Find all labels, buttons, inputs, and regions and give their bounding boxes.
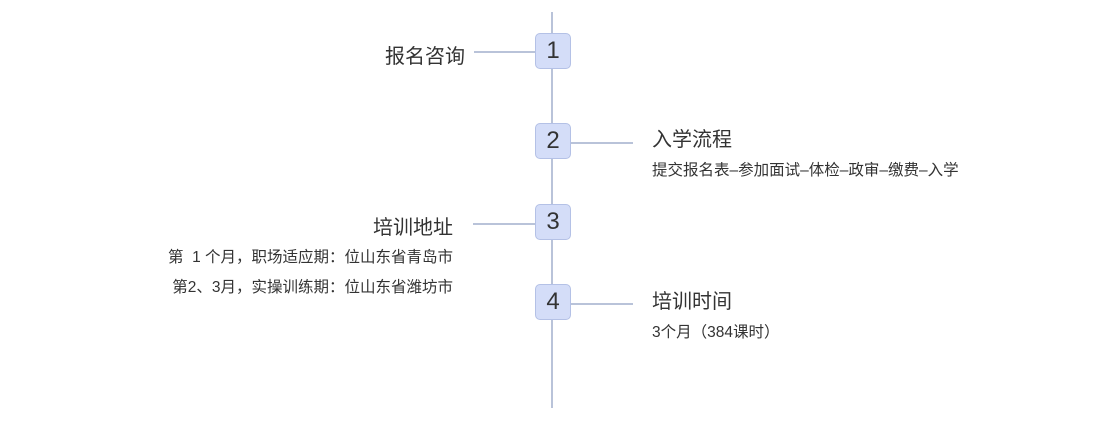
connector-4 [571, 303, 633, 305]
step-4-title: 培训时间 [652, 291, 732, 313]
step-3-detail-1: 第 1 个月，职场适应期：位山东省青岛市 [167, 249, 453, 266]
step-4-badge[interactable]: 4 [535, 284, 571, 320]
connector-3 [473, 223, 536, 225]
step-2-title: 入学流程 [652, 129, 732, 151]
connector-2 [571, 142, 633, 144]
connector-1 [474, 51, 536, 53]
step-2-detail: 提交报名表–参加面试–体检–政审–缴费–入学 [652, 162, 959, 179]
step-4-detail: 3个月（384课时） [652, 324, 780, 341]
step-1-badge[interactable]: 1 [535, 33, 571, 69]
step-3-detail-2: 第2、3月，实操训练期：位山东省潍坊市 [172, 279, 453, 296]
step-3-title: 培训地址 [373, 217, 453, 239]
step-2-badge[interactable]: 2 [535, 123, 571, 159]
step-1-title: 报名咨询 [385, 46, 465, 68]
step-3-badge[interactable]: 3 [535, 204, 571, 240]
